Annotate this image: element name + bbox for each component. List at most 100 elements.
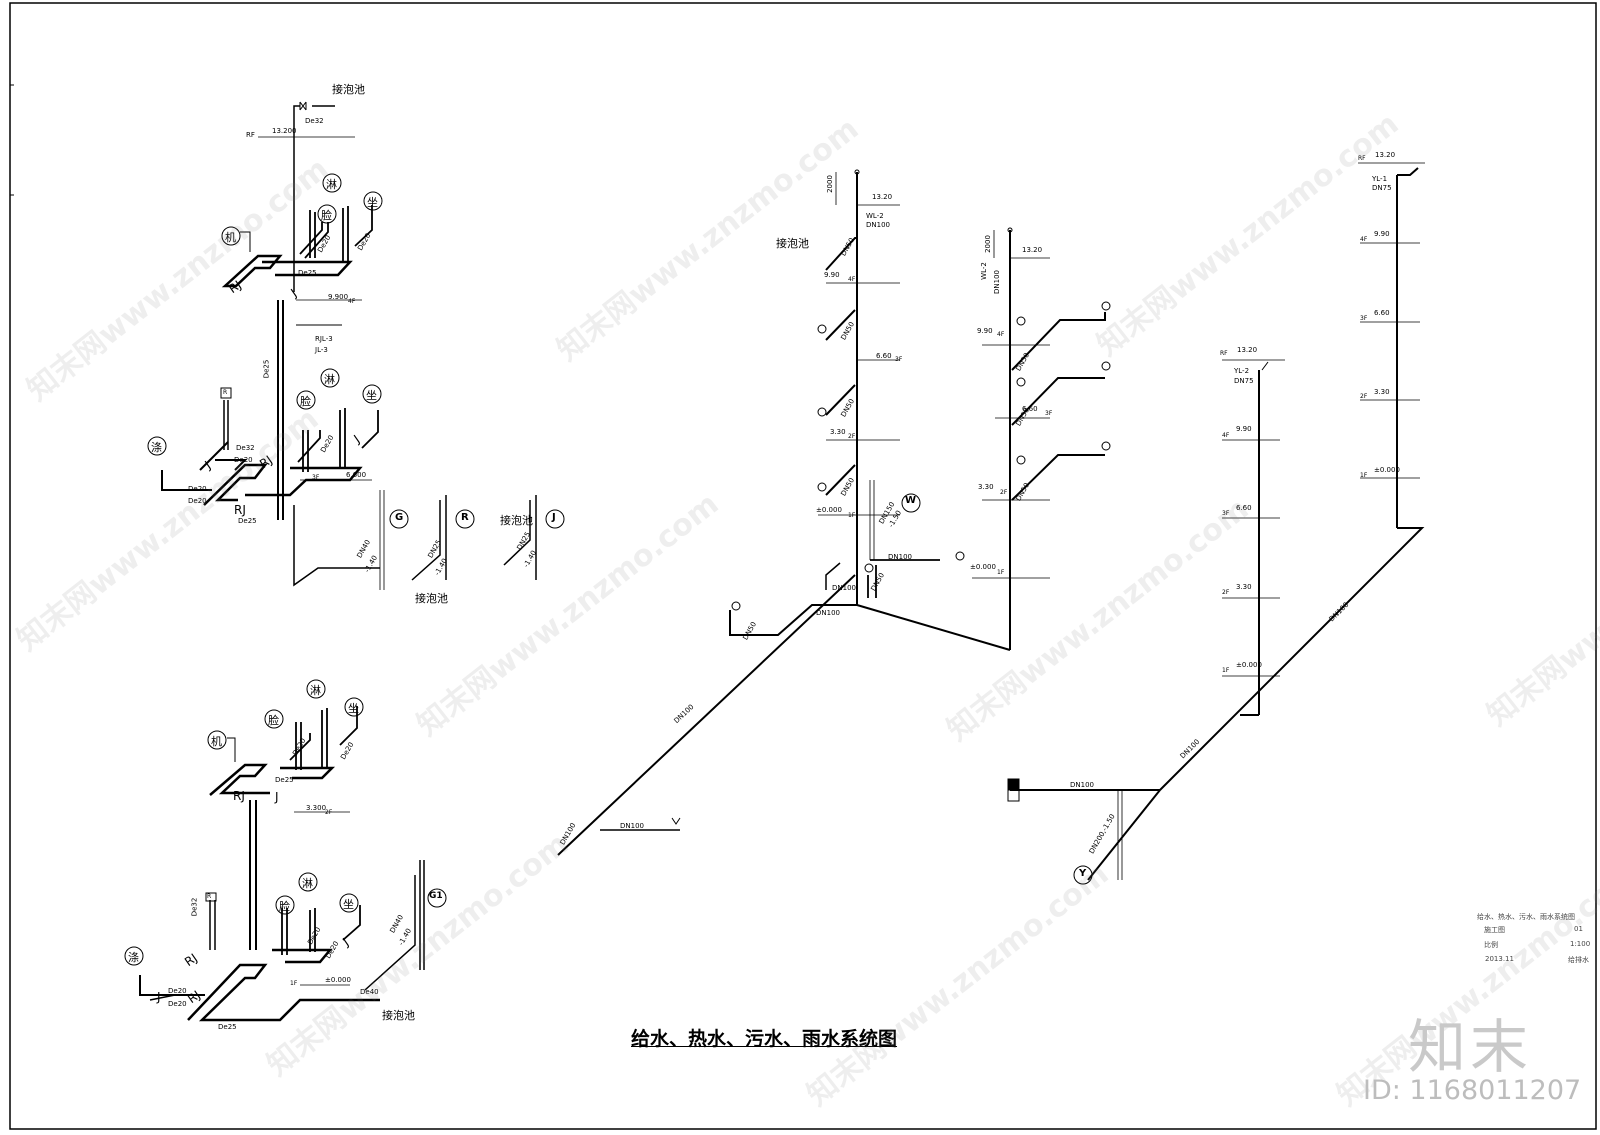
elev-1f: ±0.000 — [970, 563, 996, 571]
pipe-size: De32 — [236, 444, 255, 452]
pipe-size: De20 — [168, 987, 187, 995]
down-riser — [277, 300, 284, 520]
elev-rf: 13.200 — [272, 127, 297, 135]
tag-w-circle — [901, 493, 921, 513]
washer-lead-2f — [227, 737, 236, 762]
floor-4f: 4F — [848, 276, 856, 283]
elev-2f: 3.300 — [306, 804, 327, 812]
water-supply-2f-1f — [124, 679, 447, 1022]
pipe-size: De20 — [234, 456, 253, 464]
elev-3f: 6.60 — [1236, 504, 1252, 512]
r-tag — [220, 387, 232, 399]
elev-4f: 9.90 — [977, 327, 993, 335]
title-block-value: 1:100 — [1570, 940, 1591, 948]
pipe-size: DN100 — [832, 584, 856, 592]
rj-branch-2f — [209, 763, 270, 796]
washer-symbol-2f — [207, 730, 227, 750]
cold-stub-1f — [209, 900, 216, 950]
dim-label: 2000 — [983, 235, 992, 253]
branch-b-2f — [1011, 454, 1105, 501]
floor-3f: 3F — [312, 474, 320, 481]
floor-4f: 4F — [1360, 236, 1368, 243]
rj-label: RJ — [233, 789, 245, 803]
r-tag-1f — [205, 892, 217, 902]
sink-symbol-1f — [124, 946, 144, 966]
drain-b — [1016, 455, 1026, 465]
basin-label: 脸 — [268, 714, 279, 727]
drop-branch — [825, 562, 841, 590]
tag-w: W — [905, 495, 917, 506]
tag-g: G — [395, 512, 404, 523]
elev-top: 13.20 — [1022, 246, 1043, 254]
toilet-label: 坐 — [366, 389, 377, 402]
branch-2f — [280, 766, 336, 780]
drain-b — [1016, 377, 1026, 387]
elev-2f: 3.30 — [1374, 388, 1390, 396]
vent-tri — [671, 817, 681, 825]
basin-symbol-1f — [275, 895, 295, 915]
elev-1f: ±0.000 — [325, 976, 351, 984]
shower-label: 淋 — [324, 373, 335, 386]
drain-b — [1101, 301, 1111, 311]
toilet-branch-1f — [342, 905, 361, 941]
riser-id: RJL-3 — [315, 335, 333, 343]
j-label: J — [275, 790, 279, 804]
floor-3f: 3F — [1360, 315, 1368, 322]
drawing-title: 给水、热水、污水、雨水系统图 — [631, 1028, 898, 1050]
j-label: J — [157, 990, 161, 1004]
elev-rf: 13.20 — [1375, 151, 1396, 159]
shower-label: 淋 — [302, 877, 313, 890]
tag-g-circle — [389, 509, 409, 529]
elev-top: 13.20 — [872, 193, 893, 201]
shower-symbol — [322, 173, 342, 193]
toilet-symbol-3f — [362, 384, 382, 404]
floor-drain — [817, 482, 827, 492]
branch-1f — [272, 948, 333, 964]
pipe-size: DN100 — [620, 822, 644, 830]
brand-logo: 知末 — [1408, 1013, 1533, 1081]
basin-branch-3f — [297, 430, 321, 463]
sink-symbol — [147, 436, 167, 456]
rj-branch — [221, 254, 283, 288]
sink-lead — [161, 470, 212, 491]
floor-4f: 4F — [348, 298, 356, 305]
branch-b-3f — [1011, 377, 1105, 426]
elev-4f: 9.900 — [328, 293, 349, 301]
pipe-size: De32 — [305, 117, 324, 125]
drainage-wl2-b — [972, 227, 1111, 650]
branch-4f — [825, 237, 857, 271]
pipe-size: De25 — [298, 269, 317, 277]
basin-symbol — [317, 204, 337, 224]
sink-lead-b — [149, 994, 205, 1001]
pipe-size: De25 — [275, 776, 294, 784]
horizontal-branch — [867, 559, 940, 598]
yl2-hook — [1261, 361, 1269, 371]
toilet-label: 坐 — [343, 898, 354, 911]
tag-y: Y — [1079, 868, 1087, 879]
toilet-label: 坐 — [367, 196, 378, 209]
fixture-drops-2f — [295, 708, 328, 770]
elev-1f: ±0.000 — [816, 506, 842, 514]
supply-riser — [293, 105, 335, 292]
shower-symbol-1f — [298, 872, 318, 892]
floor-4f: 4F — [1222, 432, 1230, 439]
level-rf: RF — [1220, 350, 1228, 357]
floor-drain — [817, 324, 827, 334]
toilet-symbol — [363, 191, 383, 211]
inlet-r — [411, 495, 447, 581]
break-lines-g — [379, 490, 385, 590]
branch-2f — [825, 384, 856, 416]
toilet-symbol-1f — [339, 893, 359, 913]
floor-drain — [817, 407, 827, 417]
basin-branch — [299, 222, 329, 259]
break-lines-w — [869, 480, 875, 560]
level-rf: RF — [246, 131, 255, 139]
elev-2f: 3.30 — [830, 428, 846, 436]
main-outlet — [557, 574, 856, 856]
elev-3f: 6.60 — [1374, 309, 1390, 317]
tag-j: J — [552, 512, 556, 523]
tag-r-circle — [455, 509, 475, 529]
water-supply-4f — [221, 101, 383, 520]
inlet-j — [503, 495, 537, 580]
collector-to-b — [856, 604, 1011, 651]
